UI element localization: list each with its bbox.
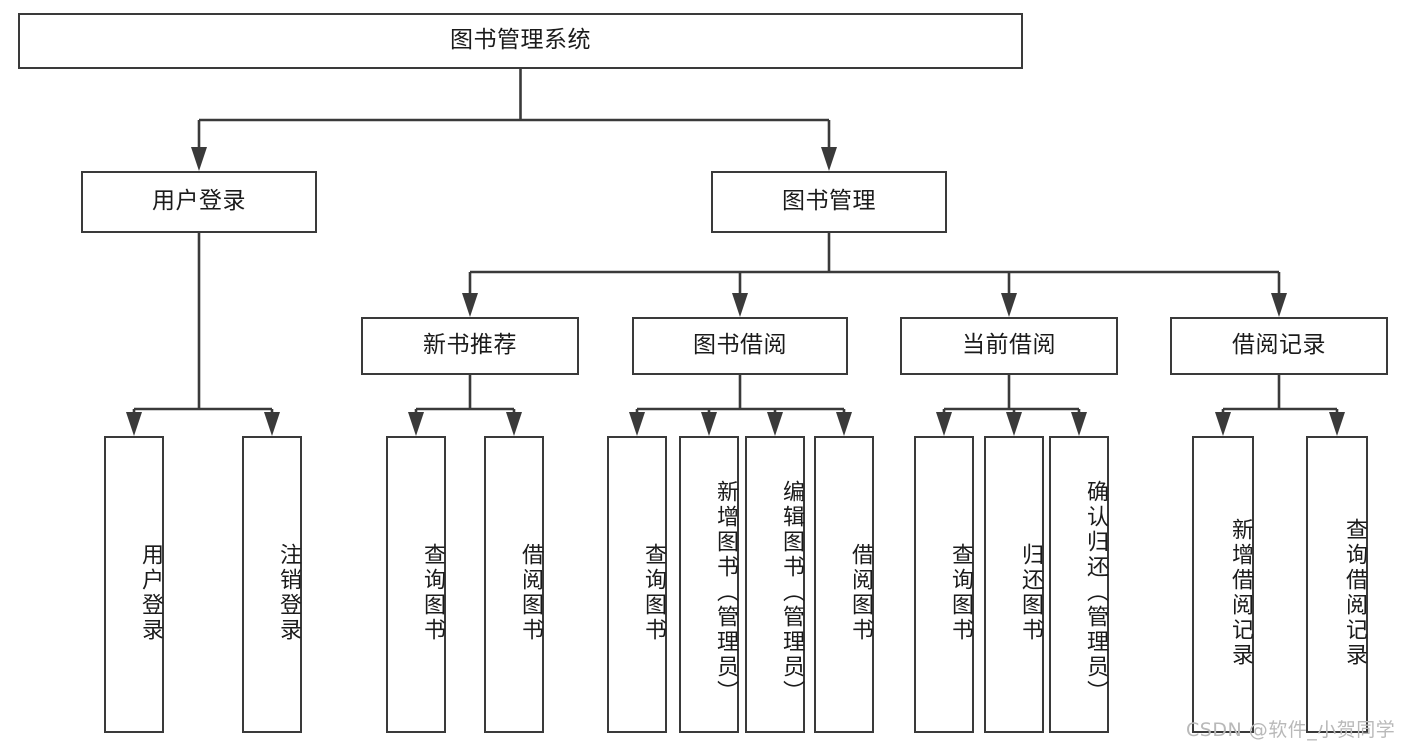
arrowhead	[629, 412, 645, 436]
node-label: 确认归还（管理员）	[1083, 480, 1108, 705]
arrowhead	[1215, 412, 1231, 436]
node-leaf_1[interactable]: 注销登录	[242, 436, 302, 733]
arrowhead	[462, 293, 478, 317]
node-label: 图书管理系统	[450, 27, 591, 54]
node-label: 图书管理	[782, 188, 876, 215]
node-leaf_3[interactable]: 借阅图书	[484, 436, 544, 733]
node-leaf_10[interactable]: 确认归还（管理员）	[1049, 436, 1109, 733]
node-label: 用户登录	[138, 542, 163, 643]
arrowhead	[1071, 412, 1087, 436]
node-leaf_6[interactable]: 编辑图书（管理员）	[745, 436, 805, 733]
arrowhead	[836, 412, 852, 436]
watermark: CSDN @软件_小贺同学	[1186, 719, 1396, 741]
arrowhead	[264, 412, 280, 436]
node-label: 归还图书	[1018, 542, 1043, 643]
arrowhead	[191, 147, 207, 171]
node-l2_1[interactable]: 图书管理	[711, 171, 947, 233]
node-label: 借阅图书	[848, 542, 873, 643]
arrowhead	[1271, 293, 1287, 317]
arrowhead	[1006, 412, 1022, 436]
arrowhead	[936, 412, 952, 436]
node-root[interactable]: 图书管理系统	[18, 13, 1023, 69]
node-l3_1[interactable]: 图书借阅	[632, 317, 848, 375]
arrowhead	[701, 412, 717, 436]
node-label: 用户登录	[152, 188, 246, 215]
node-label: 新书推荐	[423, 332, 517, 359]
node-label: 编辑图书（管理员）	[779, 480, 804, 705]
node-label: 查询图书	[420, 542, 445, 643]
node-label: 注销登录	[276, 542, 301, 643]
node-leaf_2[interactable]: 查询图书	[386, 436, 446, 733]
node-label: 借阅图书	[518, 542, 543, 643]
node-leaf_5[interactable]: 新增图书（管理员）	[679, 436, 739, 733]
node-leaf_12[interactable]: 查询借阅记录	[1306, 436, 1368, 733]
node-label: 查询图书	[641, 542, 666, 643]
node-l3_3[interactable]: 借阅记录	[1170, 317, 1388, 375]
node-leaf_4[interactable]: 查询图书	[607, 436, 667, 733]
node-leaf_0[interactable]: 用户登录	[104, 436, 164, 733]
node-label: 图书借阅	[693, 332, 787, 359]
node-label: 当前借阅	[962, 332, 1056, 359]
node-label: 查询借阅记录	[1342, 517, 1367, 668]
node-l2_0[interactable]: 用户登录	[81, 171, 317, 233]
node-label: 查询图书	[948, 542, 973, 643]
node-label: 新增借阅记录	[1228, 517, 1253, 668]
node-leaf_8[interactable]: 查询图书	[914, 436, 974, 733]
arrowhead	[408, 412, 424, 436]
node-leaf_9[interactable]: 归还图书	[984, 436, 1044, 733]
arrowhead	[821, 147, 837, 171]
arrowhead	[1329, 412, 1345, 436]
arrowhead	[732, 293, 748, 317]
node-l3_2[interactable]: 当前借阅	[900, 317, 1118, 375]
arrowhead	[506, 412, 522, 436]
arrowhead	[767, 412, 783, 436]
arrowhead	[126, 412, 142, 436]
node-leaf_7[interactable]: 借阅图书	[814, 436, 874, 733]
arrowhead	[1001, 293, 1017, 317]
node-label: 新增图书（管理员）	[713, 480, 738, 705]
node-l3_0[interactable]: 新书推荐	[361, 317, 579, 375]
node-label: 借阅记录	[1232, 332, 1326, 359]
node-leaf_11[interactable]: 新增借阅记录	[1192, 436, 1254, 733]
